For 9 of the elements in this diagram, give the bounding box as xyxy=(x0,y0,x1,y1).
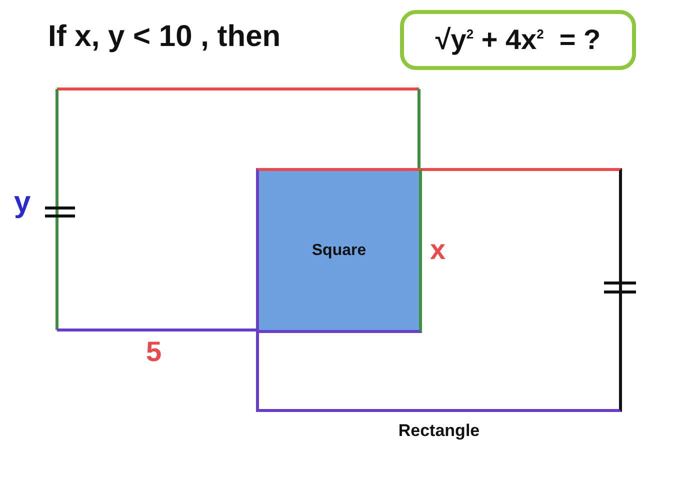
shape-label: Square xyxy=(312,242,366,260)
square xyxy=(256,168,422,333)
title: If x, y < 10 , then xyxy=(48,20,281,54)
variable-label: x xyxy=(430,234,446,266)
formula-box xyxy=(400,10,636,70)
shape-label: Rectangle xyxy=(397,421,481,441)
variable-label: y xyxy=(14,186,31,220)
formula-text: √y$^{2}$ + 4x$^{2}$ = ? xyxy=(435,24,601,56)
length-label: 5 xyxy=(146,336,162,368)
